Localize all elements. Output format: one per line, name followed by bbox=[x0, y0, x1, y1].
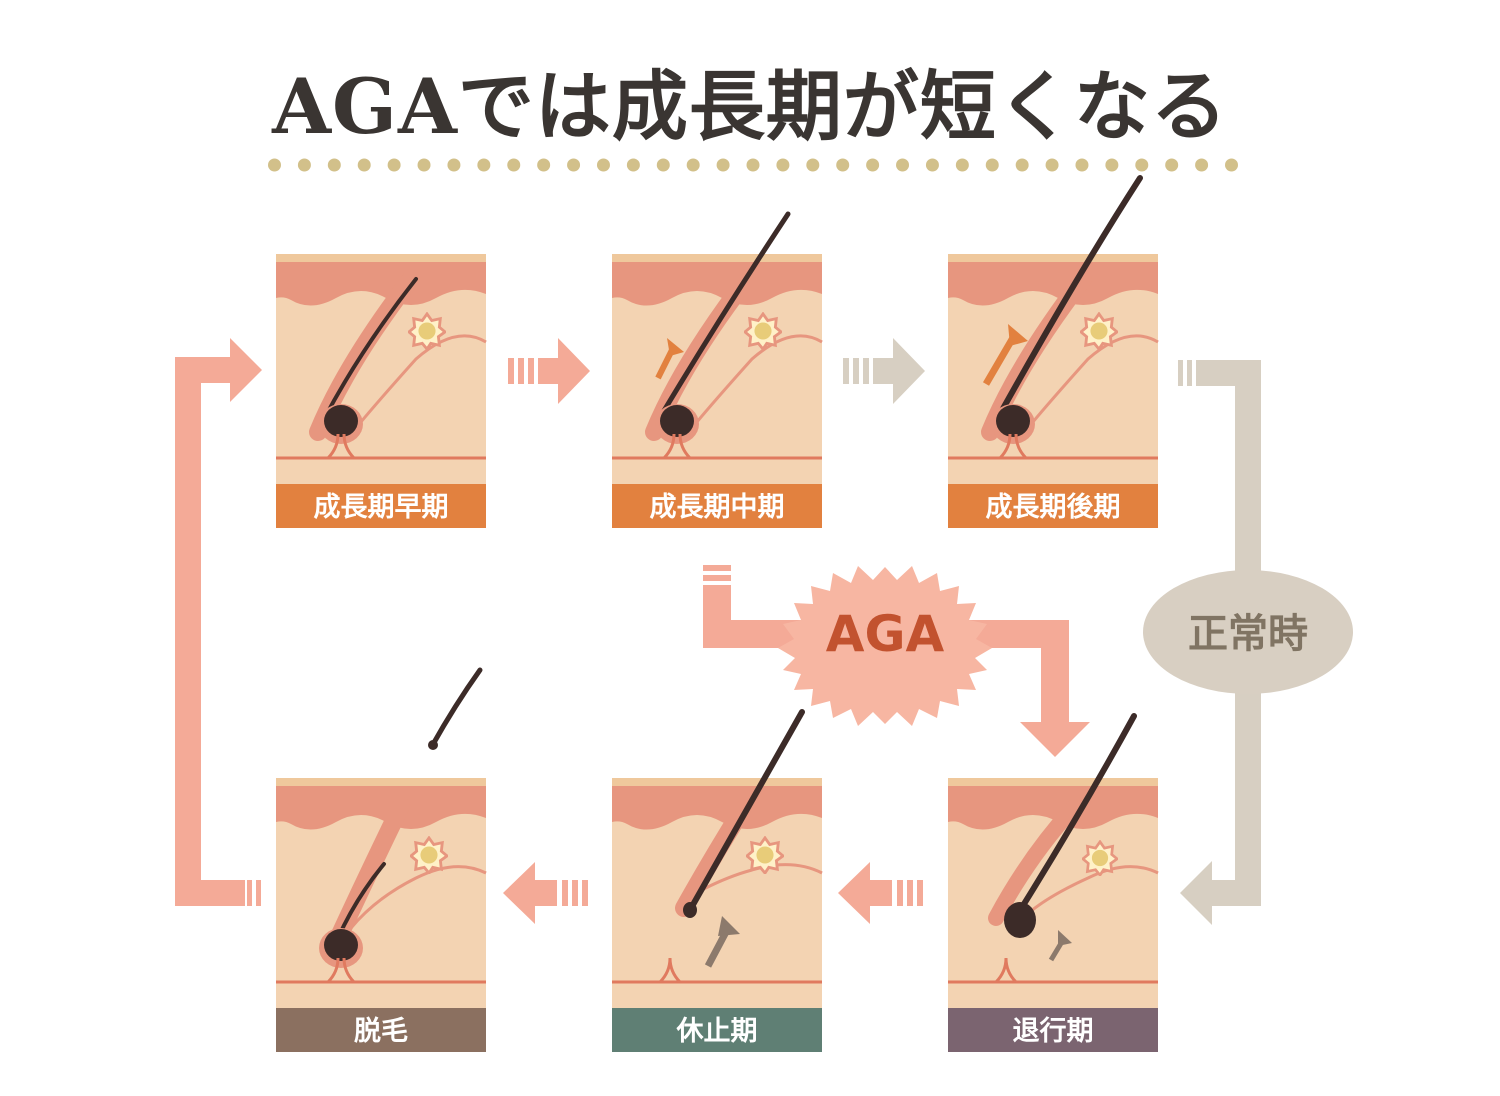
title-dot bbox=[896, 158, 910, 172]
normal-badge: 正常時 bbox=[1143, 570, 1353, 694]
stage-label-bar bbox=[612, 484, 822, 528]
title-dot bbox=[537, 158, 551, 172]
title-dot bbox=[1225, 158, 1238, 172]
title-dot bbox=[417, 158, 431, 172]
stage-label-bar bbox=[612, 1008, 822, 1052]
title-dot bbox=[447, 158, 461, 172]
title-dot bbox=[656, 158, 670, 172]
title-dot bbox=[686, 158, 700, 172]
arrow-mid-to-late bbox=[843, 338, 925, 404]
stage-panel-regression: 退行期 bbox=[948, 713, 1159, 1052]
stage-label-bar bbox=[276, 1008, 486, 1052]
stage-label: 脱毛 bbox=[354, 1016, 408, 1047]
title-dot bbox=[626, 158, 640, 172]
stage-label: 退行期 bbox=[1013, 1015, 1094, 1047]
stage-label: 成長期早期 bbox=[314, 492, 449, 523]
aga-badge: AGA bbox=[778, 566, 992, 726]
title-dot bbox=[746, 158, 760, 172]
title-dot bbox=[1135, 158, 1149, 172]
arrow-early-to-mid bbox=[508, 338, 590, 404]
stage-panel-early-growth: 成長期早期 bbox=[276, 254, 487, 528]
title-dot bbox=[955, 158, 969, 172]
title-dot bbox=[268, 158, 281, 172]
title-dot bbox=[1165, 158, 1179, 172]
title-dot bbox=[866, 158, 880, 172]
stage-panel-mid-growth: 成長期中期 bbox=[612, 211, 823, 528]
stage-label-bar bbox=[276, 484, 486, 528]
title-dot bbox=[1045, 158, 1059, 172]
title-dot bbox=[1075, 158, 1089, 172]
return-arrow-head bbox=[230, 338, 262, 402]
falling-hair bbox=[429, 667, 483, 749]
page-title: AGAでは成長期が短くなる bbox=[272, 62, 1228, 151]
title-dot bbox=[567, 158, 581, 172]
title-dot bbox=[477, 158, 491, 172]
title-dot bbox=[387, 158, 401, 172]
title-dot bbox=[507, 158, 521, 172]
title-dot bbox=[776, 158, 790, 172]
title-dot bbox=[1015, 158, 1029, 172]
stage-label: 休止期 bbox=[676, 1016, 758, 1047]
stage-label-bar bbox=[948, 1008, 1158, 1052]
stage-panel-resting: 休止期 bbox=[612, 709, 823, 1052]
stage-label: 成長期中期 bbox=[650, 492, 785, 523]
title-dot bbox=[357, 158, 371, 172]
title-dot bbox=[836, 158, 850, 172]
title-dotted-underline bbox=[268, 158, 1238, 172]
title-dot bbox=[716, 158, 730, 172]
title-dot bbox=[1195, 158, 1209, 172]
stage-panel-shedding: 脱毛 bbox=[276, 778, 487, 1052]
stage-panel-late-growth: 成長期後期 bbox=[948, 175, 1159, 528]
aga-badge-label: AGA bbox=[826, 605, 945, 663]
title-dot bbox=[1105, 158, 1119, 172]
arrow-resting-to-shedding bbox=[503, 862, 588, 924]
title-dot bbox=[327, 158, 341, 172]
stage-label: 成長期後期 bbox=[986, 492, 1121, 523]
title-dot bbox=[297, 158, 311, 172]
return-arrow bbox=[175, 357, 245, 906]
arrow-regression-to-resting bbox=[838, 862, 923, 924]
normal-badge-label: 正常時 bbox=[1188, 611, 1308, 657]
title-dot bbox=[985, 158, 999, 172]
title-dot bbox=[596, 158, 610, 172]
stage-label-bar bbox=[948, 484, 1158, 528]
title-dot bbox=[806, 158, 820, 172]
title-dot bbox=[925, 158, 939, 172]
